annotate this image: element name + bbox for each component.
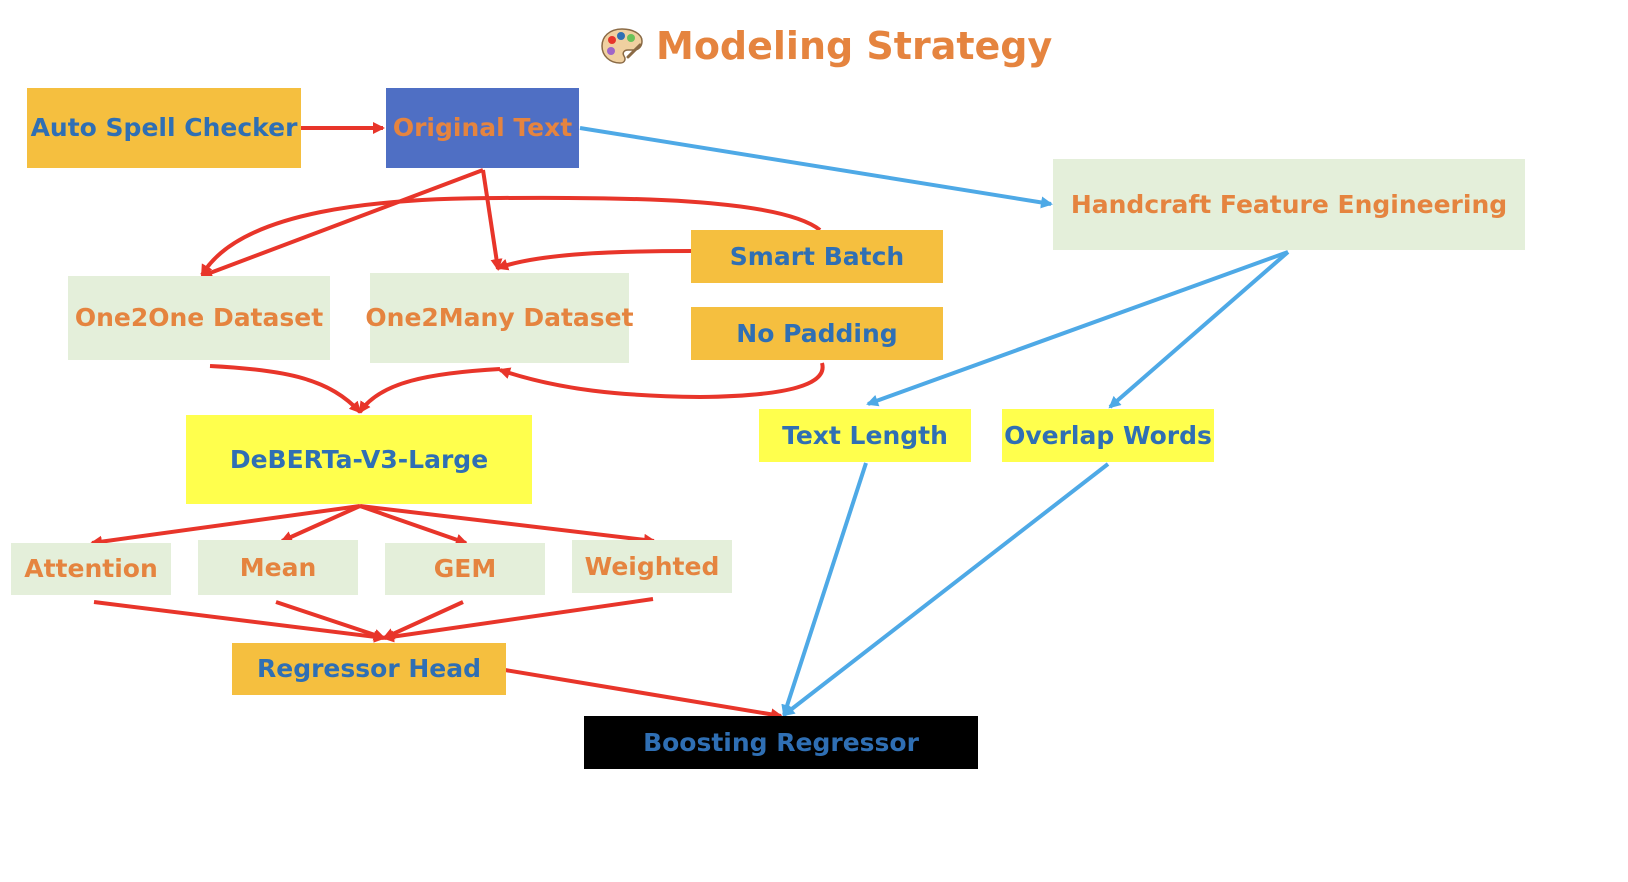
weighted-node: Weighted — [572, 540, 732, 593]
text-length-node: Text Length — [759, 409, 971, 462]
regressor-head-node: Regressor Head — [232, 643, 506, 695]
auto-spell-checker-node: Auto Spell Checker — [27, 88, 301, 168]
edge-overlap-to-boosting — [782, 462, 1110, 717]
edge-handcraft-to-textlength — [866, 250, 1289, 407]
attention-node: Attention — [11, 543, 171, 595]
edge-deberta-to-gem — [359, 504, 468, 546]
gem-node: GEM — [385, 543, 545, 595]
edge-mean-to-regressor — [275, 600, 386, 641]
title-text: Modeling Strategy — [656, 24, 1053, 68]
edge-original-to-one2one — [200, 168, 484, 279]
edge-handcraft-to-overlap — [1108, 250, 1290, 409]
edge-original-to-one2many — [481, 169, 503, 271]
no-padding-node: No Padding — [691, 307, 943, 360]
diagram-title: Modeling Strategy — [600, 18, 1052, 74]
mean-node: Mean — [198, 540, 358, 595]
one2many-dataset-node: One2Many Dataset — [365, 273, 634, 363]
edge-regressor-to-boosting — [504, 668, 783, 721]
edge-one2many-to-deberta — [358, 367, 501, 414]
handcraft-feature-engineering-node: Handcraft Feature Engineering — [1053, 159, 1525, 250]
original-text-node: Original Text — [386, 88, 579, 168]
edge-attention-to-regressor — [93, 600, 386, 643]
deberta-node: DeBERTa-V3-Large — [186, 415, 532, 504]
edge-original-to-handcraft — [579, 126, 1053, 209]
edge-deberta-to-weighted — [359, 504, 656, 546]
edge-gem-to-regressor — [382, 600, 464, 640]
edge-nopadding-to-one2many — [498, 362, 825, 400]
edge-textlength-to-boosting — [781, 462, 868, 717]
edge-smartbatch-to-one2one — [200, 195, 822, 277]
one2one-dataset-node: One2One Dataset — [68, 276, 330, 360]
boosting-regressor-node: Boosting Regressor — [584, 716, 978, 769]
edge-smartbatch-to-one2many — [496, 249, 693, 271]
edge-deberta-to-mean — [280, 504, 361, 543]
overlap-words-node: Overlap Words — [1002, 409, 1214, 462]
edge-deberta-to-attention — [90, 504, 361, 548]
smart-batch-node: Smart Batch — [691, 230, 943, 283]
edge-one2one-to-deberta — [209, 364, 362, 414]
palette-icon — [600, 26, 644, 66]
edge-weighted-to-regressor — [382, 597, 654, 643]
